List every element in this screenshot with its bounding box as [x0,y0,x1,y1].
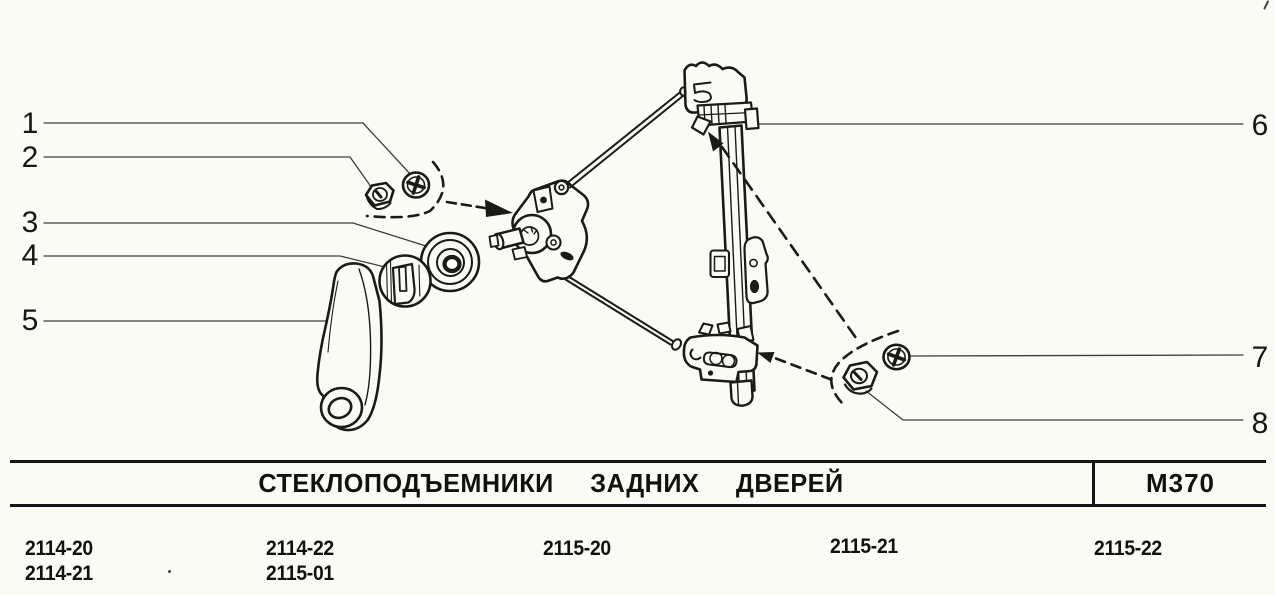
upper-cable [565,90,685,189]
rail-side-plate [743,236,769,305]
model-number: 2115-01 [266,562,334,585]
leader-line-2 [43,156,375,192]
dashed-line-to-lower-bracket [774,357,837,383]
callout-number-2: 2 [21,141,39,174]
scan-artifacts [1263,0,1269,10]
lower-bracket [682,321,759,407]
nut-part-2 [364,181,395,211]
bearing-rosette-part-3 [419,231,481,293]
drive-cables [564,86,690,351]
window-crank-handle-part-5 [315,262,383,432]
footer-rule-bottom [10,504,1266,507]
rail-clip [709,249,731,279]
lower-cable-end [670,338,683,351]
assembly-arrows-right [708,131,900,409]
model-number: 2114-20 [25,537,93,560]
lower-cable [564,275,675,346]
footer-rule-top [10,460,1266,463]
callout-number-8: 8 [1251,407,1269,440]
scan-dot-artifact [168,570,171,573]
regulator-drive-unit [488,179,590,283]
guide-rail [709,124,769,394]
callout-number-4: 4 [21,239,39,272]
leader-line-3 [43,222,430,248]
dashed-arc-left [365,160,445,219]
leader-line-4 [43,255,386,268]
arrow-head-right [485,199,513,217]
callout-number-7: 7 [1251,341,1269,374]
upper-bracket-part-6 [683,61,760,136]
assembly-arrow-left [365,160,513,219]
callout-number-5: 5 [21,304,39,337]
leader-line-7 [908,354,1244,357]
model-number: 2115-20 [543,537,611,560]
footer-cell-divider [1092,460,1095,507]
section-title: СТЕКЛОПОДЪЕМНИКИ ЗАДНИХ ДВЕРЕЙ [258,468,844,498]
dashed-line-to-upper-bracket [720,145,858,340]
leader-lines [43,122,1244,421]
screw-part-1 [401,171,431,199]
washer-part-7 [882,343,911,371]
section-code: М370 [1145,468,1216,498]
dashed-arrow-tail [445,200,487,210]
model-number: 2115-22 [1094,537,1162,560]
arrow-head-up-left [708,131,724,152]
dashed-arc-right [830,329,900,409]
callout-number-1: 1 [21,107,39,140]
callout-number-3: 3 [21,206,39,239]
callout-number-6: 6 [1251,109,1269,142]
leader-line-1 [43,122,413,177]
leader-line-8 [865,390,1244,421]
model-number: 2114-21 [25,562,93,585]
arrow-head-left [757,352,775,363]
escutcheon-washer-part-4 [378,254,432,308]
model-number: 2115-21 [830,535,898,558]
model-number: 2114-22 [266,537,334,560]
nut-part-8 [842,360,879,395]
